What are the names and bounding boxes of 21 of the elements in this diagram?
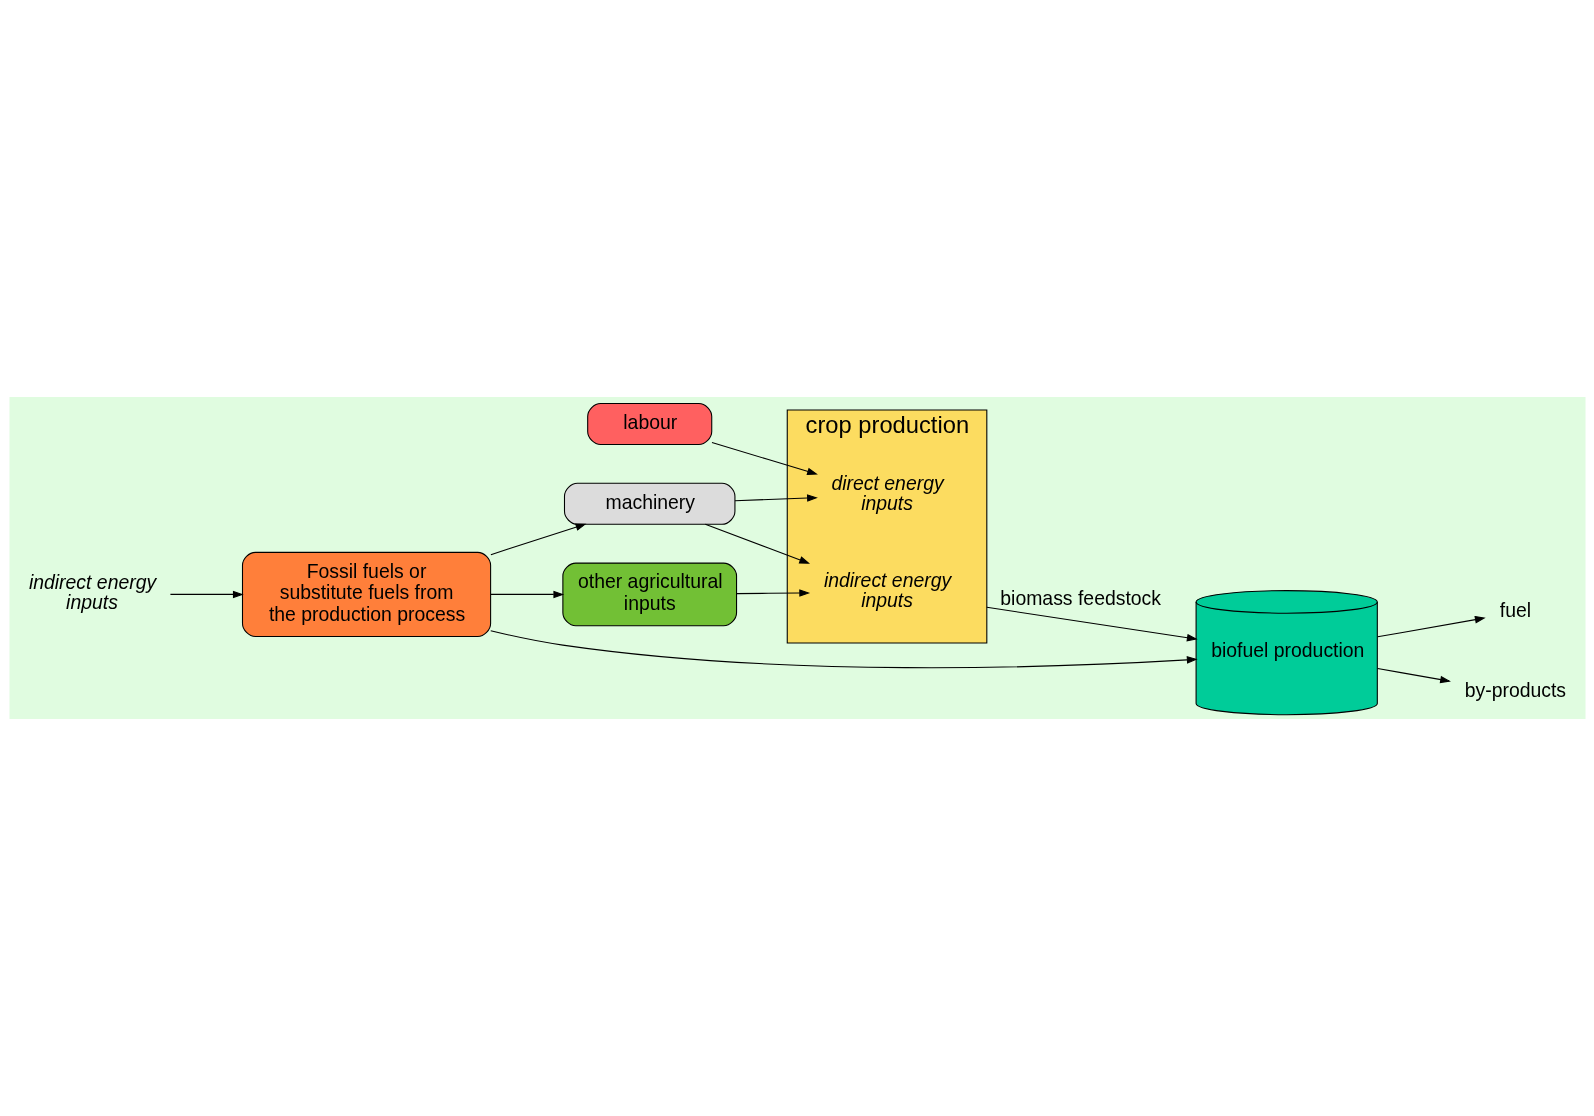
edge-label: biomass feedstock [999, 586, 1161, 609]
node-text: by-products [1464, 679, 1566, 702]
node-text: indirect energy inputs [823, 569, 951, 611]
node-box: labour [586, 402, 712, 445]
arrow [704, 523, 810, 564]
arrow [735, 589, 810, 597]
arrow [1376, 667, 1451, 684]
node-box: machinery [563, 482, 735, 525]
node-box: Fossil fuels or substitute fuels from the production process [241, 551, 491, 637]
node-text: direct energy inputs [830, 472, 944, 514]
arrow [489, 630, 1198, 669]
arrow [489, 590, 564, 599]
arrow [1376, 615, 1486, 638]
arrow [985, 606, 1198, 642]
arrow [489, 523, 586, 556]
arrow [169, 590, 244, 599]
arrow [734, 494, 818, 502]
node-box: other agricultural inputs [561, 562, 737, 627]
node-text: fuel [1499, 599, 1531, 622]
node-text: indirect energy inputs [28, 571, 156, 613]
arrow [710, 441, 818, 476]
